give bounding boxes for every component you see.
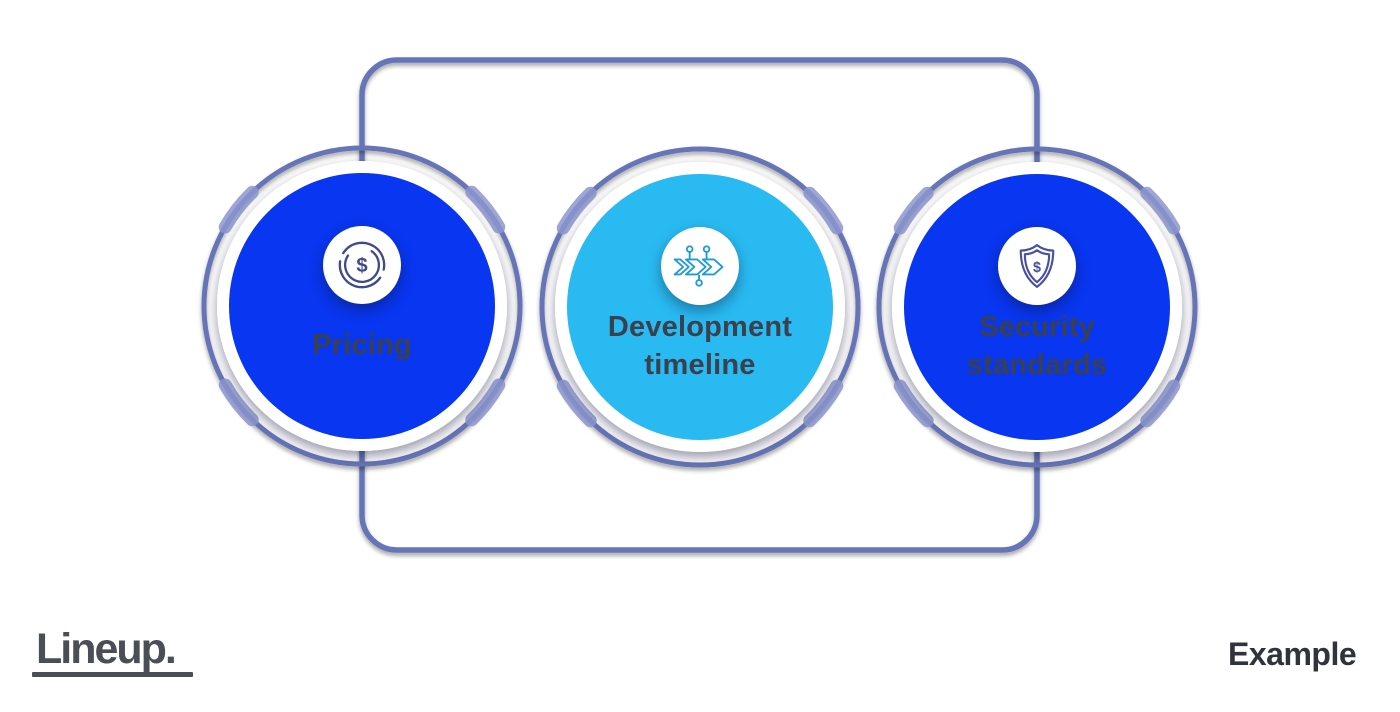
ring-segment — [556, 186, 597, 235]
ring-segment — [803, 186, 844, 235]
ring-segment — [218, 185, 259, 234]
timeline-shapes — [673, 245, 724, 287]
brand-logo-text: Lineup. — [36, 625, 177, 673]
dollar-glyph: $ — [356, 255, 367, 277]
icon-badge — [661, 227, 739, 305]
node-fill-circle — [229, 173, 495, 439]
dollar-glyph: $ — [1033, 260, 1041, 276]
coin-dollar-icon: $ — [338, 241, 386, 289]
node-ring — [876, 146, 1198, 468]
icon-badge: $ — [998, 227, 1076, 305]
example-label: Example — [1228, 636, 1357, 672]
brand-logo: Lineup. — [32, 625, 193, 677]
node-fill-circle — [567, 174, 833, 440]
ring-segment — [465, 185, 506, 234]
timeline-flow-icon — [673, 245, 724, 287]
coin-rings — [338, 241, 386, 289]
node-label: Security standards — [966, 311, 1108, 381]
ring-segment — [1140, 379, 1181, 428]
node-ring — [201, 145, 523, 467]
ring-segment — [465, 378, 506, 427]
ring-segment — [893, 186, 934, 235]
node-label: Pricing — [312, 329, 412, 361]
ring-segment — [1140, 186, 1181, 235]
node-fill-circle — [904, 174, 1170, 440]
ring-segment — [893, 379, 934, 428]
ring-segment — [556, 379, 597, 428]
node-label: Development timeline — [607, 311, 793, 381]
shield-outlines — [1019, 244, 1055, 288]
shield-dollar-icon: $ — [1019, 244, 1055, 288]
ring-segment — [218, 378, 259, 427]
icon-badge: $ — [323, 226, 401, 304]
brand-logo-underline — [32, 672, 193, 677]
connector-rect — [359, 57, 1040, 553]
ring-segment — [803, 379, 844, 428]
node-ring — [539, 146, 861, 468]
